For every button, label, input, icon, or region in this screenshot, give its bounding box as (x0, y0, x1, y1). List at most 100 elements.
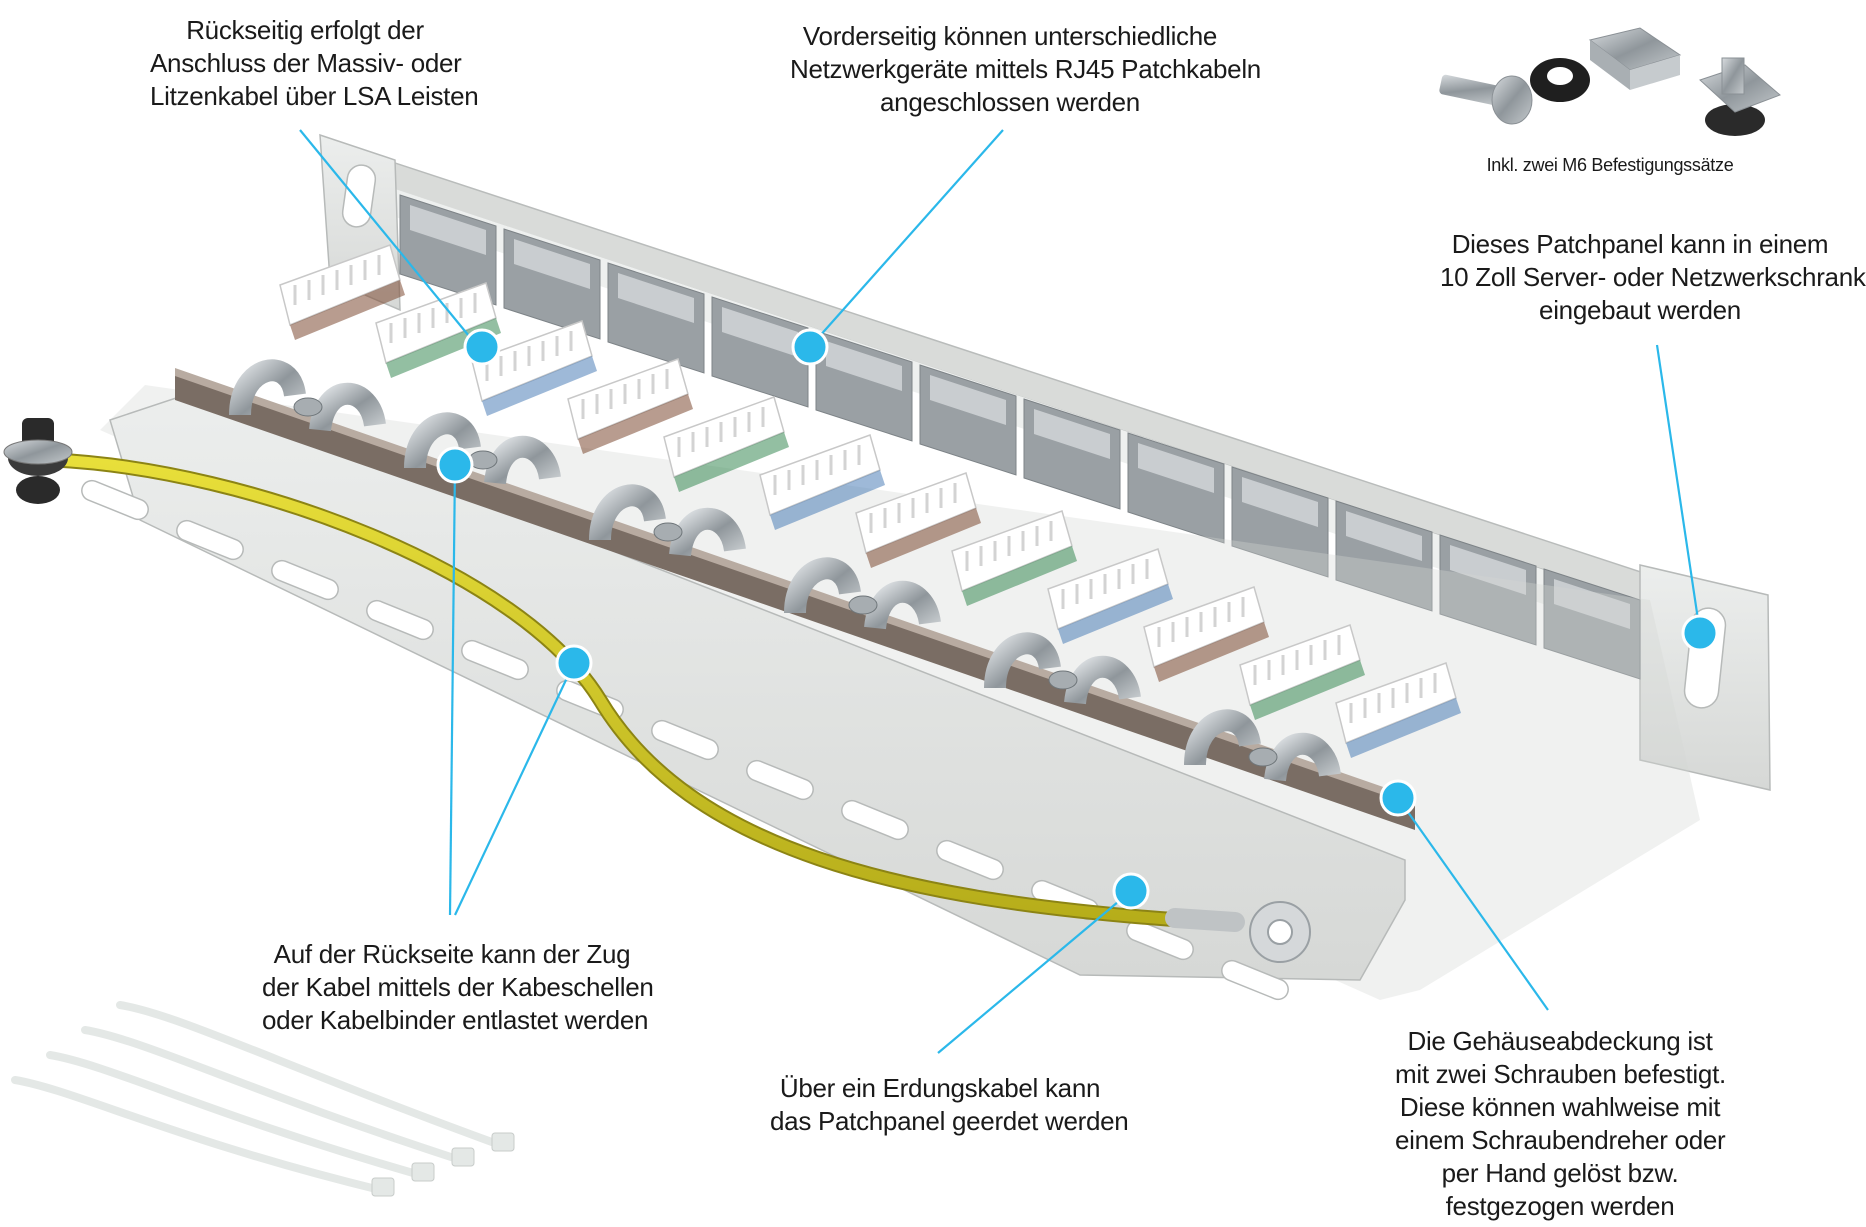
callout-line: Vorderseitig können unterschiedliche (802, 21, 1218, 51)
rj45-port (919, 364, 1017, 476)
cage-nut-with-screw-icon (1699, 57, 1781, 136)
dot-cover-screw (1379, 779, 1417, 817)
mounting-kit-illustration (1439, 27, 1781, 136)
leader-lines (299, 129, 1702, 1054)
m6-screw-icon (1439, 74, 1533, 125)
leader-strain-left (448, 464, 457, 916)
right-mounting-ear (1639, 564, 1771, 791)
callout-line: Diese können wahlweise mit (1399, 1092, 1721, 1122)
callout-cover: Die Gehäuseabdeckung ist mit zwei Schrau… (1395, 1025, 1726, 1223)
dot-grounding (1112, 872, 1150, 910)
rj45-port (1127, 432, 1225, 544)
lsa-strip-row (279, 244, 1461, 758)
leader-front-rj45 (809, 129, 1004, 348)
tray-slot (1126, 919, 1194, 961)
tray-slot (841, 799, 909, 841)
cable-clamp (784, 557, 941, 630)
callout-line: Über ein Erdungskabel kann (779, 1073, 1101, 1103)
leader-rear-lsa (299, 129, 479, 348)
rj45-port (503, 228, 601, 340)
dot-front-rj45 (791, 328, 829, 366)
cable-clamp (984, 632, 1141, 705)
tray-slot (176, 519, 244, 561)
callout-front-rj45: Vorderseitig können unterschiedliche Net… (790, 20, 1261, 119)
callout-line: mit zwei Schrauben befestigt. (1395, 1059, 1726, 1089)
rj45-port (1543, 568, 1641, 680)
callout-line: das Patchpanel geerdet werden (770, 1106, 1129, 1136)
rj45-port (815, 330, 913, 442)
lsa-block (663, 396, 789, 492)
callout-rack: Dieses Patchpanel kann in einem 10 Zoll … (1440, 228, 1866, 327)
lsa-block (1335, 662, 1461, 758)
cable-clamp (404, 412, 561, 485)
tray-slot (746, 759, 814, 801)
lsa-block (471, 320, 597, 416)
tray-slot (651, 719, 719, 761)
leader-cover (1397, 797, 1549, 1011)
lsa-block (1047, 548, 1173, 644)
rj45-port-row (399, 194, 1641, 680)
cable-clamp (229, 359, 386, 432)
grounding-wire (47, 452, 1311, 963)
tray-slot (936, 839, 1004, 881)
callout-line: Netzwerkgeräte mittels RJ45 Patchkabeln (790, 54, 1261, 84)
cable-clamp-row (229, 359, 1341, 782)
rj45-port (607, 262, 705, 374)
tray-slot (81, 479, 149, 521)
rj45-port (711, 296, 809, 408)
callout-line: angeschlossen werden (880, 87, 1140, 117)
callout-grounding: Über ein Erdungskabel kann das Patchpane… (770, 1072, 1129, 1138)
tray-slot (1221, 959, 1289, 1001)
rj45-port (1231, 466, 1329, 578)
dot-rear-lsa (463, 328, 501, 366)
tray-slot (271, 559, 339, 601)
rj45-port (1023, 398, 1121, 510)
cable-clamp (589, 484, 746, 557)
lsa-block (1143, 586, 1269, 682)
callout-dots (436, 328, 1719, 910)
lsa-block (855, 472, 981, 568)
leader-grounding (937, 890, 1132, 1054)
callout-line: per Hand gelöst bzw. (1441, 1158, 1679, 1188)
lsa-block (759, 434, 885, 530)
callout-line: festgezogen werden (1445, 1191, 1675, 1221)
cable-tie (46, 1051, 435, 1182)
lsa-block (567, 358, 693, 454)
callout-line: Auf der Rückseite kann der Zug (273, 939, 631, 969)
cable-tie (11, 1076, 395, 1197)
callout-line: eingebaut werden (1539, 295, 1741, 325)
dot-strain-tie (555, 644, 593, 682)
callout-strain-relief: Auf der Rückseite kann der Zug der Kabel… (262, 938, 654, 1037)
cable-ties (11, 1001, 515, 1197)
callout-line: der Kabel mittels der Kabeschellen (262, 972, 654, 1002)
ground-screw (3, 418, 73, 504)
callout-line: Die Gehäuseabdeckung ist (1407, 1026, 1713, 1056)
dot-strain-clamp (436, 446, 474, 484)
callout-line: einem Schraubendreher oder (1395, 1125, 1726, 1155)
callout-mounting-kit: Inkl. zwei M6 Befestigungssätze (1470, 154, 1750, 176)
lsa-block (951, 510, 1077, 606)
callout-rear-lsa: Rückseitig erfolgt der Anschluss der Mas… (150, 14, 479, 113)
callout-line: oder Kabelbinder entlastet werden (262, 1005, 649, 1035)
tray-slot (461, 639, 529, 681)
callout-line: 10 Zoll Server- oder Netzwerkschrank (1440, 262, 1866, 292)
washer-icon (1530, 58, 1590, 102)
leader-strain-right (454, 662, 575, 916)
cage-nut-icon (1588, 27, 1682, 90)
callout-line: Inkl. zwei M6 Befestigungssätze (1486, 155, 1734, 175)
callout-line: Dieses Patchpanel kann in einem (1451, 229, 1829, 259)
lsa-block (1239, 624, 1365, 720)
callout-line: Anschluss der Massiv- oder (150, 48, 462, 78)
cable-tie (81, 1026, 475, 1167)
callout-line: Rückseitig erfolgt der (186, 15, 424, 45)
leader-rack (1655, 344, 1702, 634)
rj45-port (1439, 534, 1537, 646)
tray-slot (366, 599, 434, 641)
lsa-block (279, 244, 405, 340)
rj45-port (399, 194, 497, 306)
rj45-port (1335, 500, 1433, 612)
dot-rack (1681, 614, 1719, 652)
callout-line: Litzenkabel über LSA Leisten (150, 81, 479, 111)
cable-tie (116, 1001, 515, 1152)
